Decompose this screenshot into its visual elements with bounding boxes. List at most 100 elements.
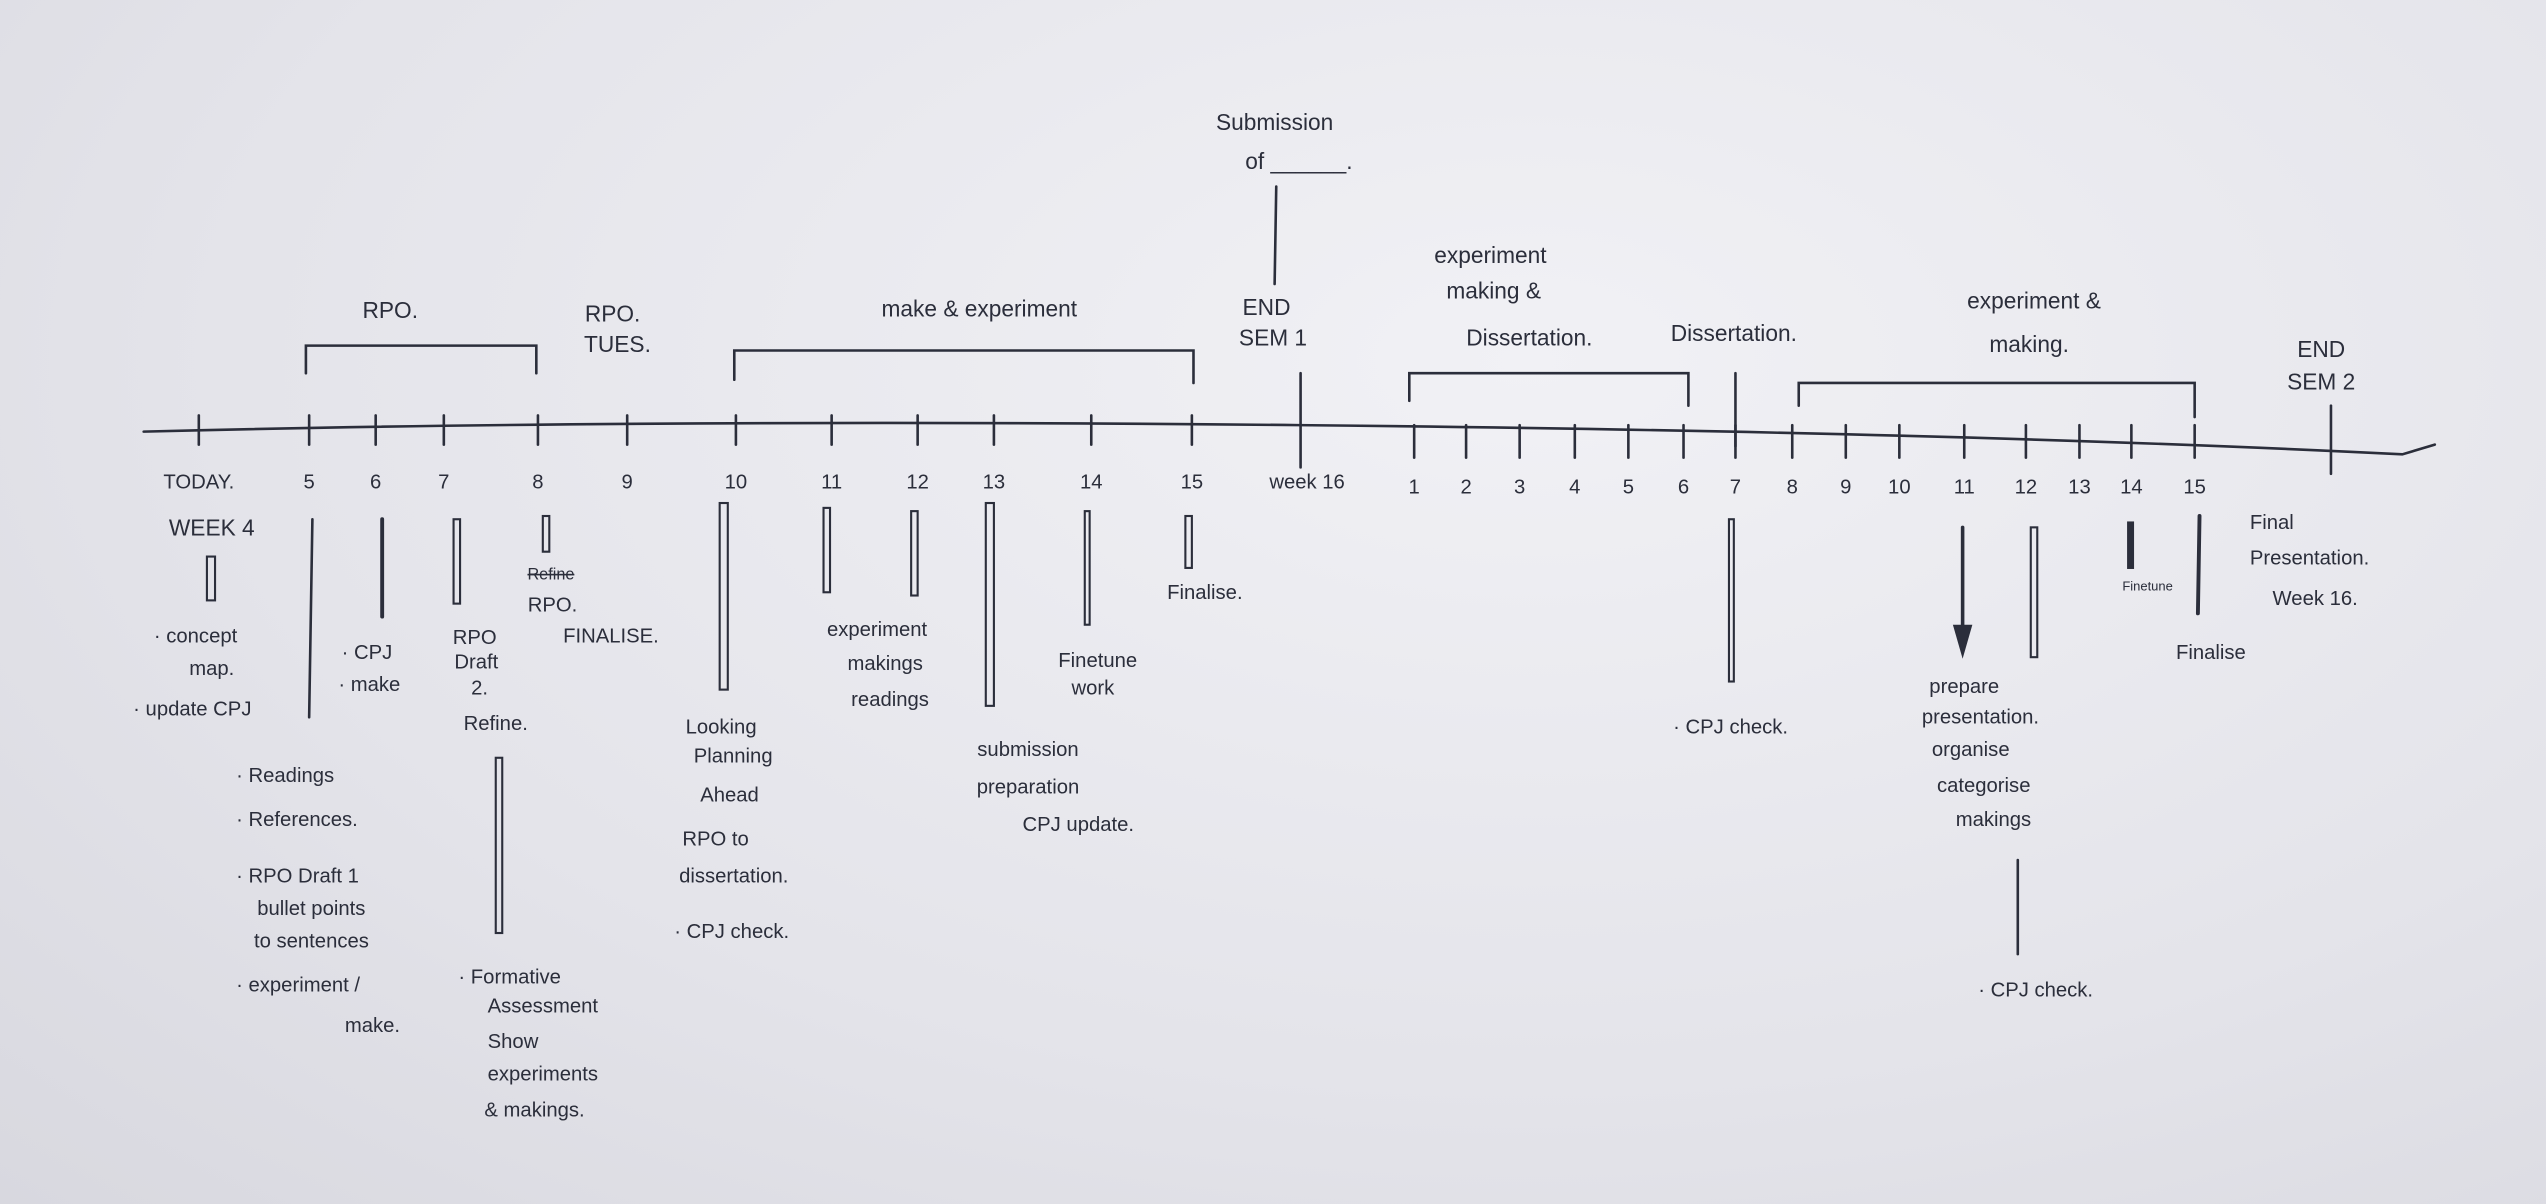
bar-week11 (822, 506, 832, 594)
label-make-experiment: make & experiment (882, 295, 1078, 321)
week-label-sem2: 4 (1569, 476, 1580, 498)
week-label-sem1: 8 (532, 471, 543, 493)
note: · CPJ (342, 642, 393, 664)
label-exp-making-diss-1: experiment (1434, 242, 1547, 268)
note: Assessment (488, 996, 599, 1018)
week-label-sem2: 12 (2015, 476, 2038, 498)
label-end-sem1-1: END (1243, 294, 1291, 320)
note: · CPJ check. (1978, 979, 2093, 1001)
week-label-sem1: 5 (304, 471, 315, 493)
week-label-sem2: 6 (1678, 476, 1689, 498)
week-label-sem1: 12 (906, 471, 929, 493)
bracket-rpo (304, 344, 538, 375)
week-label-sem2: 3 (1514, 476, 1525, 498)
note: map. (189, 658, 234, 680)
note: Draft (454, 652, 498, 674)
note: work (1070, 677, 1115, 699)
note: · RPO Draft 1 (236, 866, 359, 888)
week-label-sem1: 13 (983, 471, 1006, 493)
bracket-sem2-a (1408, 371, 1690, 407)
label-end-sem1-2: SEM 1 (1239, 325, 1307, 351)
week-label-sem2: 10 (1888, 476, 1911, 498)
week-label-sem1: 14 (1080, 471, 1103, 493)
note: Finalise. (1167, 582, 1242, 604)
label-exp-making-diss-3: Dissertation. (1466, 325, 1592, 351)
label-rpo-tues-1: RPO. (585, 300, 641, 326)
note: preparation (977, 776, 1080, 798)
note: RPO (453, 627, 497, 649)
week-label-sem1: 10 (725, 471, 748, 493)
note: & makings. (484, 1099, 584, 1121)
bracket-make-experiment (732, 349, 1195, 385)
note: RPO to (682, 828, 748, 850)
note: · Readings (236, 765, 334, 787)
note: dissertation. (679, 866, 788, 888)
note: experiment (827, 619, 928, 641)
week-label-sem1: 11 (821, 471, 842, 493)
label-dissertation: Dissertation. (1671, 320, 1797, 346)
arrow-head-icon (1952, 624, 1973, 659)
bar-week4 (205, 555, 217, 602)
bar-sem2-week12 (2029, 526, 2039, 659)
note: 2. (471, 677, 488, 699)
bar-week8 (541, 514, 551, 553)
week-label-sem2: 7 (1730, 476, 1741, 498)
note: RPO. (528, 595, 578, 617)
note: · CPJ check. (674, 921, 789, 943)
week-label-sem2: 8 (1787, 476, 1798, 498)
note: · References. (236, 809, 358, 831)
bar-week14 (1083, 510, 1091, 626)
label-exp-making-2: making. (1989, 331, 2068, 357)
label-exp-making-1: experiment & (1967, 287, 2101, 313)
note: submission (977, 739, 1078, 761)
label-exp-making-diss-2: making & (1446, 278, 1541, 304)
label-rpo: RPO. (363, 297, 419, 323)
week-label-sem2: 13 (2068, 476, 2091, 498)
note: make. (345, 1015, 400, 1037)
bar-week13 (984, 501, 995, 707)
note: readings (851, 689, 929, 711)
note: Finetune (1058, 650, 1137, 672)
note: · experiment / (236, 974, 360, 996)
bar-week7 (452, 518, 462, 605)
note: makings (1956, 809, 2031, 831)
note: Presentation. (2250, 548, 2369, 570)
note: · concept (154, 626, 238, 648)
note: · Formative (458, 966, 560, 988)
week-label-sem1: 7 (438, 471, 449, 493)
week-label-sem2: 15 (2183, 476, 2206, 498)
note: makings (847, 653, 922, 675)
submission-label: Submission (1216, 109, 1333, 135)
label-end-sem2-1: END (2297, 336, 2345, 362)
bracket-sem2-b (1797, 381, 2196, 419)
week-label-sem1: TODAY. (163, 471, 234, 493)
note: Final (2250, 512, 2294, 534)
bar-week7-formative (494, 756, 504, 935)
note: Show (488, 1031, 539, 1053)
week-label-sem1: 6 (370, 471, 381, 493)
bar-sem2-week14 (2127, 521, 2135, 569)
week-label-sem2: 5 (1623, 476, 1634, 498)
note: CPJ update. (1023, 814, 1135, 836)
note: FINALISE. (563, 626, 659, 648)
note: Looking (686, 716, 757, 738)
note: · make (338, 674, 400, 696)
bar-week15 (1184, 514, 1193, 569)
note: WEEK 4 (169, 514, 255, 540)
submission-of-label: of ______. (1245, 148, 1352, 174)
note: · update CPJ (133, 699, 251, 721)
bar-week10 (718, 501, 729, 691)
note: presentation. (1922, 707, 2039, 729)
week-label-sem1: 9 (622, 471, 633, 493)
bar-week12 (910, 510, 919, 597)
note: Planning (694, 746, 773, 768)
label-end-sem2-2: SEM 2 (2287, 368, 2355, 394)
note: bullet points (257, 898, 365, 920)
week-label-sem2: 14 (2120, 476, 2143, 498)
note: organise (1932, 739, 2010, 761)
submission-marker (1273, 185, 1278, 286)
note: to sentences (254, 931, 369, 953)
note-struck: Refine (527, 565, 574, 583)
